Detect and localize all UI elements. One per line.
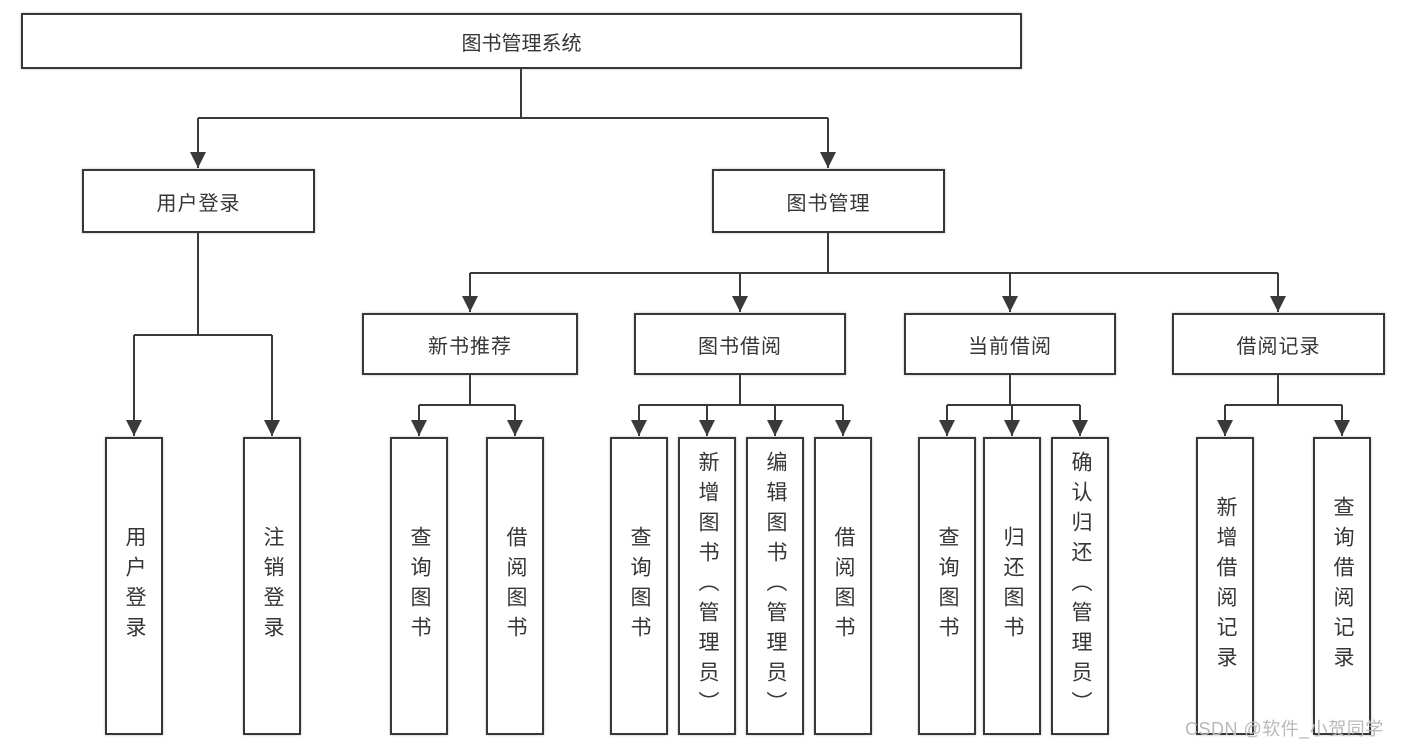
leaf-query-books-borrow: 查询图书 [610, 437, 668, 735]
node-root-library-system: 图书管理系统 [21, 13, 1022, 69]
leaf-logout: 注销登录 [243, 437, 301, 735]
node-book-borrow: 图书借阅 [634, 313, 846, 375]
leaf-query-books-current: 查询图书 [918, 437, 976, 735]
leaf-query-books-recommend: 查询图书 [390, 437, 448, 735]
leaf-edit-books-admin: 编辑图书（管理员） [746, 437, 804, 735]
leaf-borrow-books-recommend: 借阅图书 [486, 437, 544, 735]
node-user-login: 用户登录 [82, 169, 315, 233]
leaf-borrow-books: 借阅图书 [814, 437, 872, 735]
node-book-management: 图书管理 [712, 169, 945, 233]
csdn-watermark: CSDN @软件_小贺同学 [1185, 719, 1384, 739]
leaf-add-borrow-record: 新增借阅记录 [1196, 437, 1254, 735]
leaf-add-books-admin: 新增图书（管理员） [678, 437, 736, 735]
leaf-query-borrow-record: 查询借阅记录 [1313, 437, 1371, 735]
leaf-return-books: 归还图书 [983, 437, 1041, 735]
leaf-confirm-return-admin: 确认归还（管理员） [1051, 437, 1109, 735]
node-borrow-record: 借阅记录 [1172, 313, 1385, 375]
node-current-borrow: 当前借阅 [904, 313, 1116, 375]
leaf-user-login: 用户登录 [105, 437, 163, 735]
node-new-book-recommend: 新书推荐 [362, 313, 578, 375]
